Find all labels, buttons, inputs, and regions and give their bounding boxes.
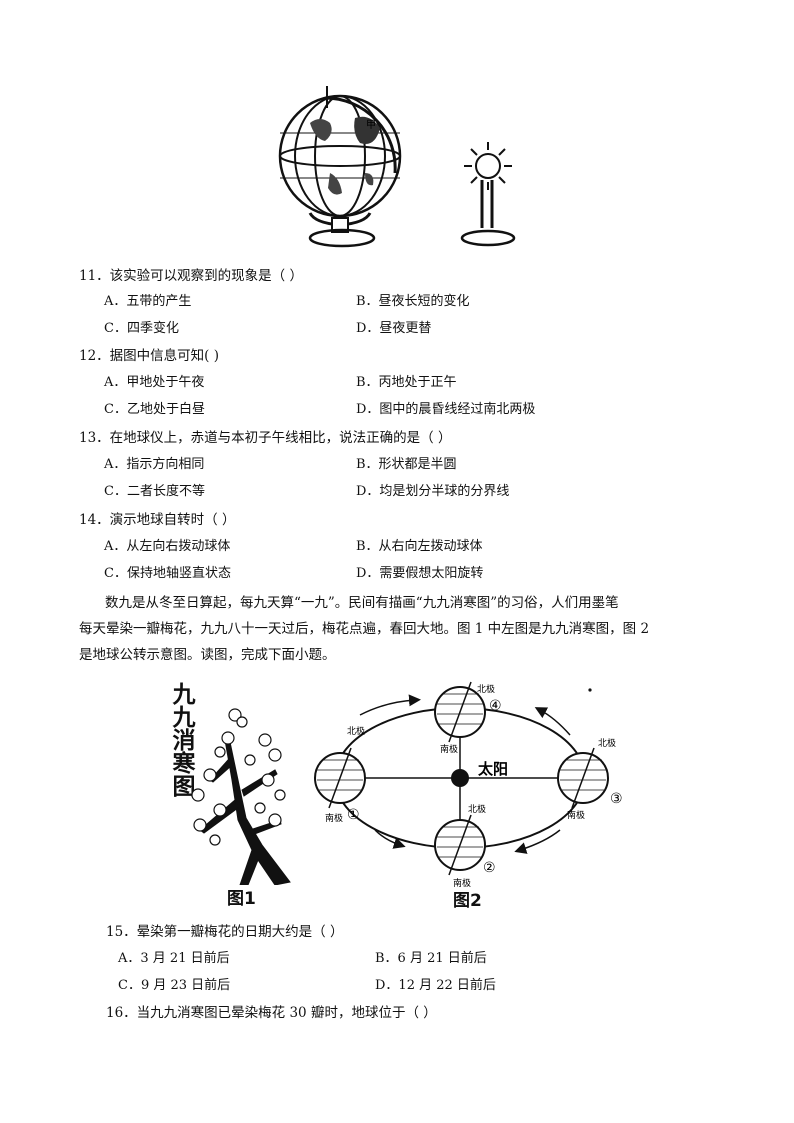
q13-option-c[interactable]: C．二者长度不等 xyxy=(104,484,205,499)
q11-option-b[interactable]: B．昼夜长短的变化 xyxy=(356,294,470,309)
q15-option-a[interactable]: A．3 月 21 日前后 xyxy=(118,951,230,966)
q15-option-d[interactable]: D．12 月 22 日前后 xyxy=(375,978,496,993)
globe-label-jia: 甲 xyxy=(366,120,376,131)
q15-option-c[interactable]: C．9 月 23 日前后 xyxy=(118,978,231,993)
question-14-stem: 14．演示地球自转时（ ） xyxy=(79,512,236,528)
earth-orbit-diagram: 太阳 北极 南极 ① 北极 南极 ② 北极 南极 ③ 北极 南极 ④ xyxy=(314,681,623,889)
position-label-2: ② xyxy=(483,860,496,876)
south-pole-label: 南极 xyxy=(440,743,458,755)
earth-position-1 xyxy=(314,747,366,809)
position-label-3: ③ xyxy=(610,791,623,807)
q12-option-b[interactable]: B．丙地处于正午 xyxy=(356,375,457,390)
north-pole-label: 北极 xyxy=(477,683,495,695)
question-13-stem: 13．在地球仪上，赤道与本初子午线相比，说法正确的是（ ） xyxy=(79,430,452,446)
sun-label: 太阳 xyxy=(478,760,508,778)
globe-experiment-figure: 甲 xyxy=(278,86,516,248)
earth-position-4 xyxy=(434,681,486,743)
q14-option-b[interactable]: B．从右向左拨动球体 xyxy=(356,539,483,554)
orbit-direction-arrow xyxy=(534,707,571,736)
figure1-title-char: 九 xyxy=(172,705,196,731)
paragraph-line-1: 数九是从冬至日算起，每九天算“一九”。民间有描画“九九消寒图”的习俗，人们用墨笔 xyxy=(105,595,619,611)
south-pole-label: 南极 xyxy=(325,812,343,824)
north-pole-label: 北极 xyxy=(347,725,365,737)
q14-option-a[interactable]: A．从左向右拨动球体 xyxy=(104,539,231,554)
q11-option-c[interactable]: C．四季变化 xyxy=(104,321,179,336)
north-pole-label: 北极 xyxy=(598,737,616,749)
q13-option-b[interactable]: B．形状都是半圆 xyxy=(356,457,457,472)
figure1-title-char: 图 xyxy=(172,774,196,800)
question-11-stem: 11．该实验可以观察到的现象是（ ） xyxy=(79,268,303,284)
position-label-1: ① xyxy=(347,807,360,823)
q15-option-b[interactable]: B．6 月 21 日前后 xyxy=(375,951,487,966)
figure1-caption: 图1 xyxy=(227,889,256,909)
plum-blossom-illustration xyxy=(191,708,291,885)
figure1-title: 九 九 消 寒 图 xyxy=(170,684,198,799)
paragraph-line-2: 每天晕染一瓣梅花，九九八十一天过后，梅花点遍，春回大地。图 1 中左图是九九消寒… xyxy=(79,621,650,637)
q12-option-c[interactable]: C．乙地处于白昼 xyxy=(104,402,205,417)
figure1-title-char: 消 xyxy=(172,728,196,754)
earth-position-3 xyxy=(557,747,609,809)
question-12-stem: 12．据图中信息可知( ) xyxy=(79,348,220,364)
south-pole-label: 南极 xyxy=(567,809,585,821)
figure2-caption: 图2 xyxy=(453,891,482,911)
question-16-stem: 16．当九九消寒图已晕染梅花 30 瓣时，地球位于（ ） xyxy=(106,1005,437,1021)
earth-position-2 xyxy=(434,814,486,876)
north-pole-label: 北极 xyxy=(468,803,486,815)
orbit-direction-arrow xyxy=(514,829,561,854)
q14-option-c[interactable]: C．保持地轴竖直状态 xyxy=(104,566,231,581)
q11-option-a[interactable]: A．五带的产生 xyxy=(104,294,192,309)
paragraph-line-3: 是地球公转示意图。读图，完成下面小题。 xyxy=(79,647,336,663)
q14-option-d[interactable]: D．需要假想太阳旋转 xyxy=(356,566,484,581)
material-paragraph: 数九是从冬至日算起，每九天算“一九”。民间有描画“九九消寒图”的习俗，人们用墨笔… xyxy=(79,590,719,668)
q12-option-d[interactable]: D．图中的晨昏线经过南北两极 xyxy=(356,402,536,417)
sun-symbol xyxy=(451,769,469,787)
figure1-title-char: 寒 xyxy=(172,751,196,777)
question-15-stem: 15．晕染第一瓣梅花的日期大约是（ ） xyxy=(106,924,344,940)
south-pole-label: 南极 xyxy=(453,877,471,889)
q13-option-a[interactable]: A．指示方向相同 xyxy=(104,457,205,472)
sun-lamp-illustration xyxy=(460,142,516,247)
orbit-direction-arrow xyxy=(359,694,421,716)
q11-option-d[interactable]: D．昼夜更替 xyxy=(356,321,432,336)
speck-dot xyxy=(588,688,592,692)
q12-option-a[interactable]: A．甲地处于午夜 xyxy=(104,375,205,390)
orbit-direction-arrow xyxy=(374,829,406,849)
figure1-title-char: 九 xyxy=(172,682,196,708)
globe-illustration xyxy=(278,86,402,248)
position-label-4: ④ xyxy=(489,698,502,714)
q13-option-d[interactable]: D．均是划分半球的分界线 xyxy=(356,484,510,499)
